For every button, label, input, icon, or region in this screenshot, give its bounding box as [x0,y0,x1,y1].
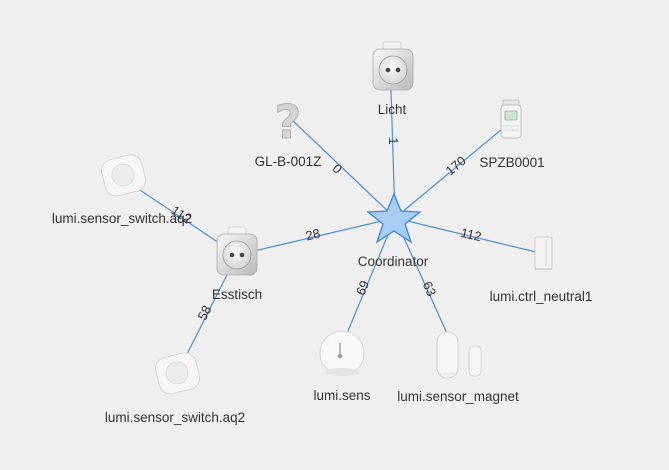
node-label-spzb0001: SPZB0001 [479,155,544,170]
node-lumi-sensor-magnet[interactable]: lumi.sensor_magnet [397,331,519,404]
edge-coordinator-ctrl-neutral[interactable] [394,217,537,253]
node-label-esstisch: Esstisch [212,287,262,302]
edge-coordinator-gl-b-001z[interactable] [289,117,396,219]
wireless-button-icon [101,154,147,197]
node-label-lumi-sensor-switch-1: lumi.sensor_switch.aq2 [52,211,192,226]
star-icon [366,192,422,244]
lqi-label-esstisch: 28 [304,226,321,244]
unknown-device-icon: ? [275,95,302,149]
radiator-thermostat-icon [500,99,522,139]
lqi-label-ctrl-neutral: 112 [459,225,483,244]
temperature-sensor-icon [319,330,365,376]
smart-plug-icon [216,226,258,276]
node-lumi-ctrl-neutral1[interactable]: lumi.ctrl_neutral1 [490,236,593,304]
node-lumi-sensor-switch-2[interactable]: lumi.sensor_switch.aq2 [105,350,245,425]
node-label-coordinator: Coordinator [358,254,429,269]
edges [124,89,537,373]
lqi-label-lumi-sens: 69 [353,278,372,297]
node-label-lumi-sens: lumi.sens [313,388,370,403]
node-label-lumi-ctrl-neutral1: lumi.ctrl_neutral1 [490,289,593,304]
node-coordinator[interactable]: Coordinator [358,192,429,269]
edge-coordinator-spzb0001[interactable] [394,123,509,219]
node-esstisch[interactable]: Esstisch [212,226,262,302]
door-sensor-icon [436,331,482,379]
smart-plug-icon [372,41,414,91]
lqi-label-licht: 1 [386,137,401,145]
node-label-lumi-sensor-magnet: lumi.sensor_magnet [397,389,519,404]
node-label-lumi-sensor-switch-2: lumi.sensor_switch.aq2 [105,410,245,425]
edge-coordinator-lumi-sens[interactable] [344,217,396,339]
wall-switch-icon [534,236,553,270]
node-label-gl-b-001z: GL-B-001Z [255,154,322,169]
lqi-label-sensor-magnet: 63 [420,279,440,298]
node-label-licht: Licht [378,102,407,117]
node-lumi-sensor-switch-1[interactable]: lumi.sensor_switch.aq2 [52,152,192,226]
node-spzb0001[interactable]: SPZB0001 [479,99,545,170]
lqi-label-sensor-switch-2: 58 [195,303,215,323]
edge-coordinator-esstisch[interactable] [236,217,396,256]
node-gl-b-001z[interactable]: ? GL-B-001Z [255,95,322,170]
wireless-button-icon [155,352,201,395]
node-licht[interactable]: Licht [372,41,414,117]
node-lumi-sens[interactable]: lumi.sens [313,330,371,403]
